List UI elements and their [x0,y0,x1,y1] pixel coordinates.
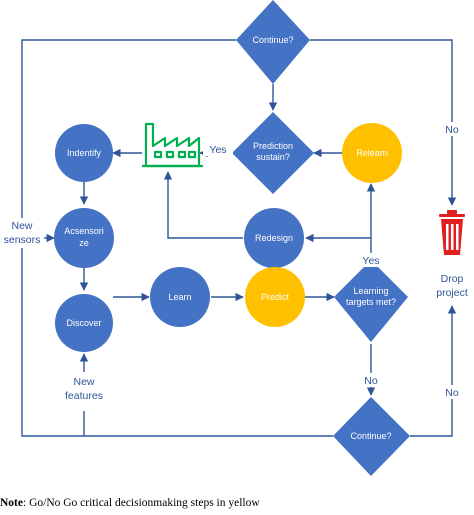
decision-prediction-sustain: Prediction sustain? [232,112,314,194]
svg-text:Discover: Discover [66,318,101,328]
svg-text:ze: ze [79,238,89,248]
step-redesign: Redesign [244,208,304,268]
label-drop-project-1: Drop [441,273,464,285]
label-yes-factory: Yes [209,144,226,156]
decision-continue-bottom: Continue? [333,397,410,476]
svg-text:Indentify: Indentify [67,148,102,158]
label-new-features-1: New [73,376,94,388]
factory-icon [142,122,203,168]
footnote: Note: Go/No Go critical decisionmaking s… [0,497,260,509]
trash-can-icon [439,210,465,255]
label-new-features-2: features [65,390,103,402]
step-learn: Learn [150,267,210,327]
label-no-down: No [364,375,378,387]
svg-text:Continue?: Continue? [252,35,293,45]
svg-text:Learn: Learn [168,292,191,302]
label-no-right: No [445,124,459,136]
svg-text:Continue?: Continue? [350,431,391,441]
step-indentify: Indentify [55,124,113,182]
label-new-sensors-2: sensors [4,234,41,246]
svg-text:Acsensori: Acsensori [64,226,104,236]
svg-text:Relearn: Relearn [356,148,388,158]
svg-text:sustain?: sustain? [256,152,290,162]
note-prefix: Note [0,497,23,509]
decision-learning-targets-met: Learning targets met? [334,260,408,342]
note-text: : Go/No Go critical decisionmaking steps… [23,497,260,509]
step-relearn: Relearn [342,123,402,183]
step-discover: Discover [55,294,113,352]
edge-continue-bottom-right [410,305,457,437]
edge-labels: Yes No New sensors Drop project Yes New … [2,122,468,402]
step-predict: Predict [245,267,305,327]
label-no-bottom-right: No [445,387,459,399]
step-acsensorize: Acsensori ze [54,208,114,268]
edge-redesign-to-factory [163,171,243,239]
svg-text:Predict: Predict [261,292,290,302]
label-yes-learning: Yes [362,255,379,267]
edge-continue-top-right [310,39,457,206]
svg-text:targets met?: targets met? [346,297,396,307]
decision-continue-top: Continue? [236,0,310,84]
svg-text:Prediction: Prediction [253,141,293,151]
label-new-sensors-1: New [11,220,32,232]
svg-text:Learning: Learning [353,286,388,296]
label-drop-project-2: project [436,287,468,299]
svg-text:Redesign: Redesign [255,233,293,243]
